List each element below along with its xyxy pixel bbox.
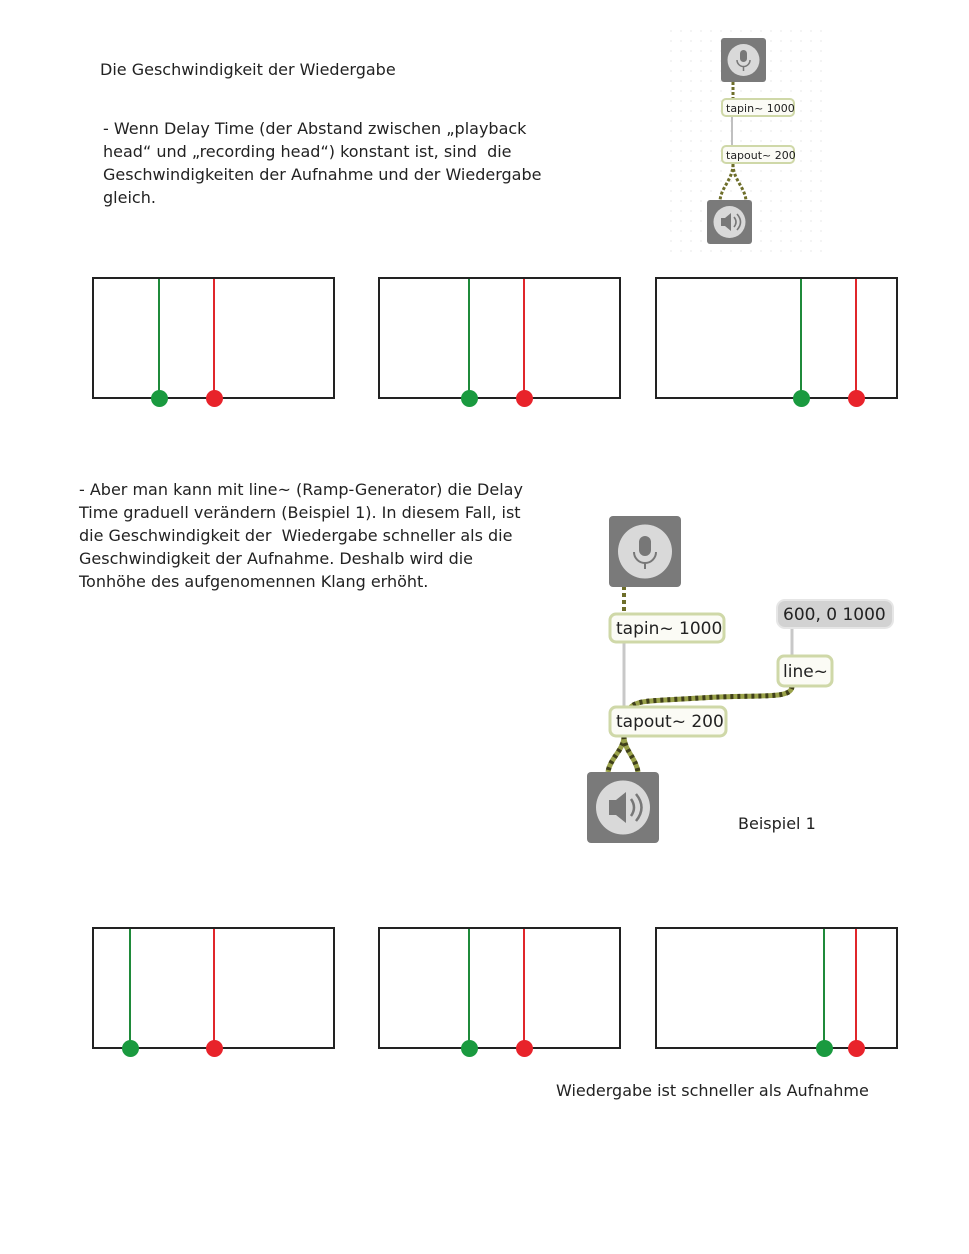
recording-head-line [523,279,525,397]
head-diagram-1 [92,277,335,407]
paragraph-line-ramp: - Aber man kann mit line~ (Ramp-Generato… [79,480,528,591]
head-diagram-6 [655,927,898,1057]
microphone-icon[interactable] [721,38,766,82]
line-object[interactable]: line~ [776,654,834,688]
small-patch: tapin~ 1000 tapout~ 200 [670,25,830,260]
playback-head-dot [460,1040,478,1057]
tapin-object[interactable]: tapin~ 1000 [608,612,726,644]
tapin-object-small[interactable]: tapin~ 1000 [721,98,795,117]
playback-head-dot [460,390,478,407]
example-patch: tapin~ 1000 600, 0 1000 line~ tapout~ 20… [587,516,894,843]
recording-head-dot [515,390,533,407]
head-diagram-4 [92,927,335,1057]
svg-text:600, 0 1000: 600, 0 1000 [783,605,886,625]
recording-head-line [213,929,215,1047]
speaker-icon[interactable] [707,200,752,244]
page-title: Die Geschwindigkeit der Wiedergabe [100,60,396,79]
caption-faster-playback: Wiedergabe ist schneller als Aufnahme [556,1081,869,1100]
playback-head-dot [815,1040,833,1057]
playback-head-line [800,279,802,397]
head-diagram-3 [655,277,898,407]
head-diagram-2 [378,277,621,407]
playback-head-dot [121,1040,139,1057]
paragraph-constant-delay: - Wenn Delay Time (der Abstand zwischen … [103,119,547,207]
example-label: Beispiel 1 [738,814,816,833]
playback-head-dot [150,390,168,407]
head-diagram-5 [378,927,621,1057]
playback-head-line [129,929,131,1047]
speaker-icon[interactable] [587,772,659,843]
recording-head-line [855,279,857,397]
recording-head-line [523,929,525,1047]
recording-head-dot [515,1040,533,1057]
playback-head-line [823,929,825,1047]
playback-head-line [468,279,470,397]
recording-head-line [855,929,857,1047]
playback-head-line [468,929,470,1047]
tapout-object-small[interactable]: tapout~ 200 [721,145,796,164]
microphone-icon[interactable] [609,516,681,587]
svg-text:tapout~ 200: tapout~ 200 [726,149,796,162]
svg-text:tapin~ 1000: tapin~ 1000 [616,619,722,639]
tapout-object[interactable]: tapout~ 200 [608,705,728,738]
recording-head-dot [205,1040,223,1057]
playback-head-line [158,279,160,397]
svg-text:tapout~ 200: tapout~ 200 [616,712,724,732]
recording-head-dot [847,390,865,407]
svg-text:tapin~ 1000: tapin~ 1000 [726,102,795,115]
svg-text:line~: line~ [783,662,828,682]
recording-head-dot [847,1040,865,1057]
playback-head-dot [792,390,810,407]
message-box[interactable]: 600, 0 1000 [776,599,894,629]
recording-head-line [213,279,215,397]
recording-head-dot [205,390,223,407]
